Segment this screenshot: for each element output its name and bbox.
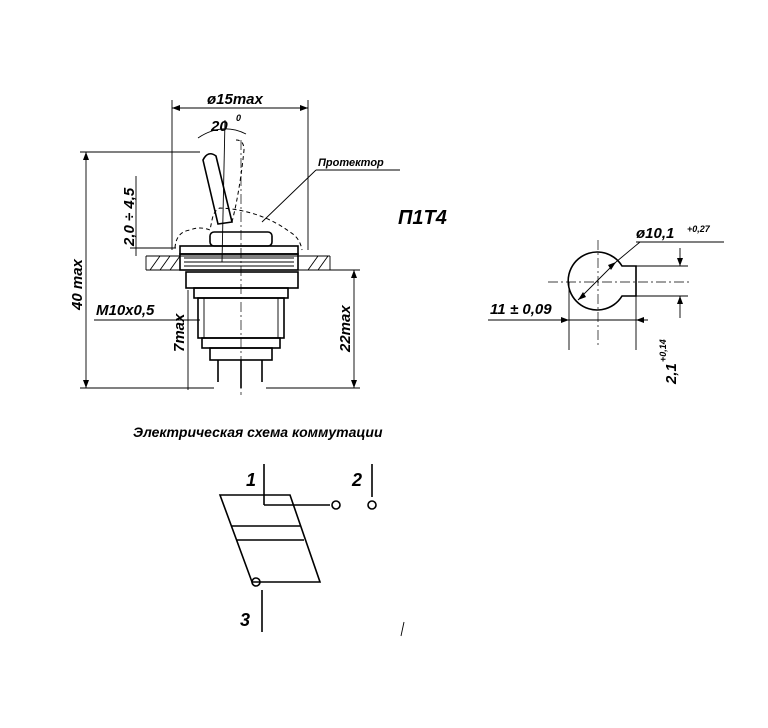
schematic-caption: Электрическая схема коммутации <box>133 424 383 440</box>
contact-2-icon <box>367 500 377 510</box>
dim-key-width: 2,1 <box>663 363 680 385</box>
terminal-3-label: 3 <box>240 610 250 630</box>
dim-hole-width-tol: ± 0,09 <box>510 301 552 318</box>
model-title: П1Т4 <box>398 207 447 229</box>
dim-angle: 20 <box>210 118 228 135</box>
switching-schematic: 1 2 3 <box>218 464 405 637</box>
dim-hole-diameter-tol: +0,27 <box>687 224 711 234</box>
contact-3-icon <box>251 577 261 587</box>
mounting-hole-view: ø10,1 +0,27 2,1 +0,14 11 ± 0,09 <box>488 224 724 385</box>
contact-1-icon <box>331 500 341 510</box>
dim-angle-unit: 0 <box>236 113 241 123</box>
protector-label: Протектор <box>318 157 384 169</box>
switch-side-view: ø15max 20 0 <box>69 91 400 395</box>
dim-key-width-tol: +0,14 <box>658 339 668 362</box>
terminal-1-label: 1 <box>246 470 256 490</box>
terminal-2-label: 2 <box>351 470 362 490</box>
dim-height-max: 40 max <box>69 258 86 311</box>
dim-hole-diameter: ø10,1 <box>636 225 674 242</box>
dim-thread-len: 7max <box>171 313 188 352</box>
dim-thread: M10x0,5 <box>96 302 155 319</box>
dim-hole-width: 11 <box>490 301 506 318</box>
dim-stroke: 2,0 ÷ 4,5 <box>121 187 138 247</box>
dim-body-len: 22max <box>337 305 354 353</box>
dim-diameter-max: ø15max <box>207 91 264 108</box>
